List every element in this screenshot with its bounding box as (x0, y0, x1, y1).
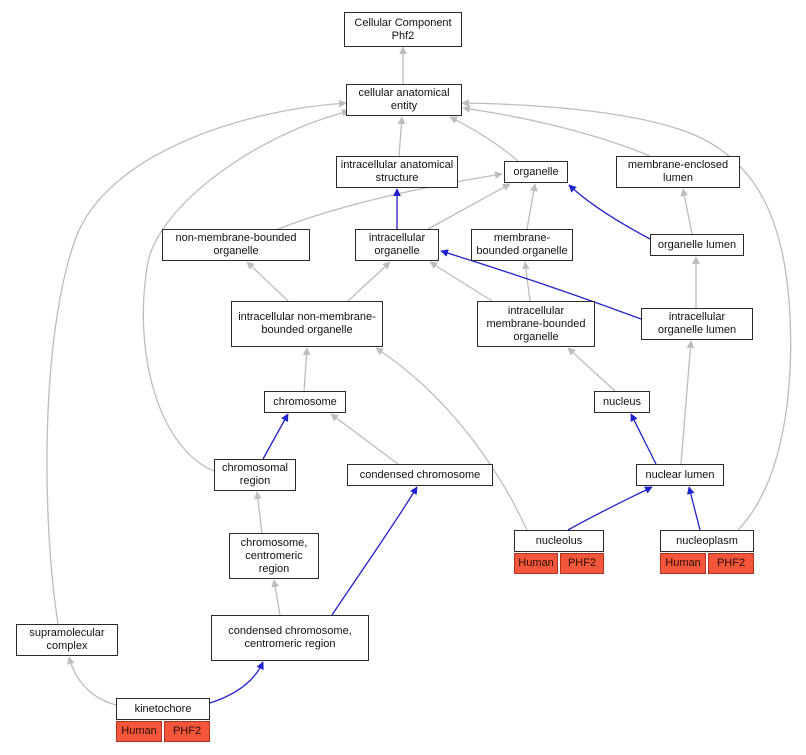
edge-membrane-bounded-organelle--organelle (526, 183, 538, 230)
edge-condensed-chr-centromeric-region--chr-centromeric-region (271, 579, 281, 616)
edge-supramolecular-complex--cellular-anatomical-entity (46, 99, 347, 625)
edge-intracellular-organelle--organelle (427, 183, 511, 230)
edge-intracellular-mb-organelle--intracellular-organelle (429, 261, 493, 302)
node-nuclear-lumen[interactable]: nuclear lumen (636, 464, 724, 486)
edge-chromosomal-region--chromosome (262, 413, 289, 460)
edge-organelle--cellular-anatomical-entity (449, 116, 519, 162)
edge-intracellular-mb-organelle--mb-organelle (522, 261, 531, 302)
edge-organelle-lumen--membrane-enclosed-lumen (680, 188, 693, 235)
node-nucleoplasm[interactable]: nucleoplasm (660, 530, 754, 552)
edge-chromosome--intracellular-nmb-organelle (302, 347, 311, 392)
tag-organism-human[interactable]: Human (514, 553, 558, 574)
edge-intracellular-nmb-organelle--intracellular-organelle (347, 261, 391, 302)
node-supramolecular-complex[interactable]: supramolecular complex (16, 624, 118, 656)
annotation-tags-nucleolus: Human PHF2 (514, 553, 604, 574)
edge-intracellular-nmb-organelle--nmb-organelle (246, 261, 289, 302)
node-kinetochore[interactable]: kinetochore (116, 698, 210, 720)
node-chromosome-centromeric-region[interactable]: chromosome, centromeric region (229, 533, 319, 579)
edge-organelle-lumen--organelle (568, 184, 653, 241)
node-intracellular-anatomical-structure[interactable]: intracellular anatomical structure (336, 156, 458, 188)
annotated-term-nucleoplasm: nucleoplasm Human PHF2 (660, 530, 754, 574)
edge-nucleoplasm--nuclear-lumen (686, 486, 701, 531)
edge-nuclear-lumen--nucleus (630, 413, 657, 465)
node-membrane-enclosed-lumen[interactable]: membrane-enclosed lumen (616, 156, 740, 188)
node-nucleus[interactable]: nucleus (594, 391, 650, 413)
edge-nucleus--intracellular-mb-organelle (567, 347, 616, 392)
tag-organism-human[interactable]: Human (116, 721, 162, 742)
edge-kinetochore--supramolecular-complex (66, 656, 117, 706)
node-intracellular-organelle-lumen[interactable]: intracellular organelle lumen (641, 308, 753, 340)
edge-nucleolus--intracellular-nmb-organelle (375, 347, 528, 531)
node-condensed-chromosome-centromeric-region[interactable]: condensed chromosome, centromeric region (211, 615, 369, 661)
edge-intracellular-anatomical-structure--cellular-anatomical-entity (397, 116, 406, 157)
edge-chromosome-centromeric-region--chromosomal-region (253, 491, 263, 534)
annotation-tags-nucleoplasm: Human PHF2 (660, 553, 754, 574)
tag-gene-phf2[interactable]: PHF2 (164, 721, 210, 742)
node-cellular-component-phf2[interactable]: Cellular Component Phf2 (344, 12, 462, 47)
node-intracellular-non-membrane-bounded-organelle[interactable]: intracellular non-membrane-bounded organ… (231, 301, 383, 347)
edge-condensed-chr-centromeric-region--condensed-chromosome (331, 486, 418, 616)
tag-organism-human[interactable]: Human (660, 553, 706, 574)
node-intracellular-membrane-bounded-organelle[interactable]: intracellular membrane-bounded organelle (477, 301, 595, 347)
edge-kinetochore--condensed-chr-centromeric-region (209, 661, 264, 704)
edge-nucleolus--nuclear-lumen (567, 486, 653, 531)
annotated-term-nucleolus: nucleolus Human PHF2 (514, 530, 604, 574)
node-chromosome[interactable]: chromosome (264, 391, 346, 413)
node-condensed-chromosome[interactable]: condensed chromosome (347, 464, 493, 486)
edge-intracellular-organelle-lumen--intracellular-organelle (440, 249, 642, 320)
edge-condensed-chromosome--chromosome (330, 413, 399, 465)
edge-membrane-enclosed-lumen--cellular-anatomical-entity (462, 105, 651, 157)
tag-gene-phf2[interactable]: PHF2 (560, 553, 604, 574)
node-chromosomal-region[interactable]: chromosomal region (214, 459, 296, 491)
node-cellular-anatomical-entity[interactable]: cellular anatomical entity (346, 84, 462, 116)
edge-nucleoplasm--cellular-anatomical-entity (461, 99, 792, 531)
node-organelle[interactable]: organelle (504, 161, 568, 183)
annotated-term-kinetochore: kinetochore Human PHF2 (116, 698, 210, 742)
node-nucleolus[interactable]: nucleolus (514, 530, 604, 552)
node-membrane-bounded-organelle[interactable]: membrane-bounded organelle (471, 229, 573, 261)
edge-nuclear-lumen--intracellular-organelle-lumen (680, 340, 695, 465)
annotation-tags-kinetochore: Human PHF2 (116, 721, 210, 742)
node-organelle-lumen[interactable]: organelle lumen (650, 234, 744, 256)
node-non-membrane-bounded-organelle[interactable]: non-membrane-bounded organelle (162, 229, 310, 261)
edge-chromosomal-region--cellular-anatomical-entity (142, 108, 350, 472)
node-intracellular-organelle[interactable]: intracellular organelle (355, 229, 439, 261)
tag-gene-phf2[interactable]: PHF2 (708, 553, 754, 574)
